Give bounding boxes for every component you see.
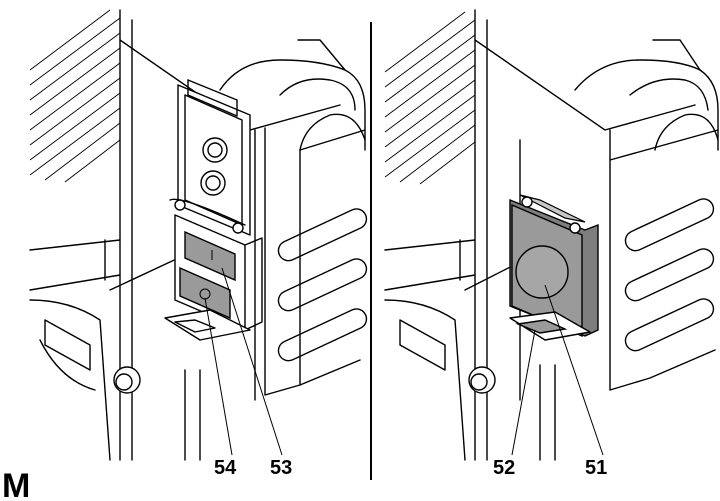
- switch-housing-open: [164, 79, 263, 341]
- leader-line-53: [221, 267, 283, 456]
- left-louvre-hatching: [29, 9, 121, 183]
- right-panel-switch-closed-cover: [384, 9, 719, 461]
- switch-54: [179, 266, 231, 320]
- callout-53: 53: [270, 457, 292, 479]
- callout-54: 54: [214, 457, 237, 479]
- callout-51: 51: [585, 457, 607, 479]
- leader-line-52: [511, 329, 536, 456]
- figure-letter: M: [2, 467, 30, 501]
- cover-dome-51: [515, 245, 569, 299]
- right-louvre-hatching: [384, 11, 476, 185]
- left-panel-switch-open-cover: [29, 9, 368, 461]
- switch-cover-closed: [509, 194, 599, 341]
- leader-line-51: [544, 284, 604, 456]
- leader-line-54: [204, 297, 233, 456]
- callout-52: 52: [493, 457, 515, 479]
